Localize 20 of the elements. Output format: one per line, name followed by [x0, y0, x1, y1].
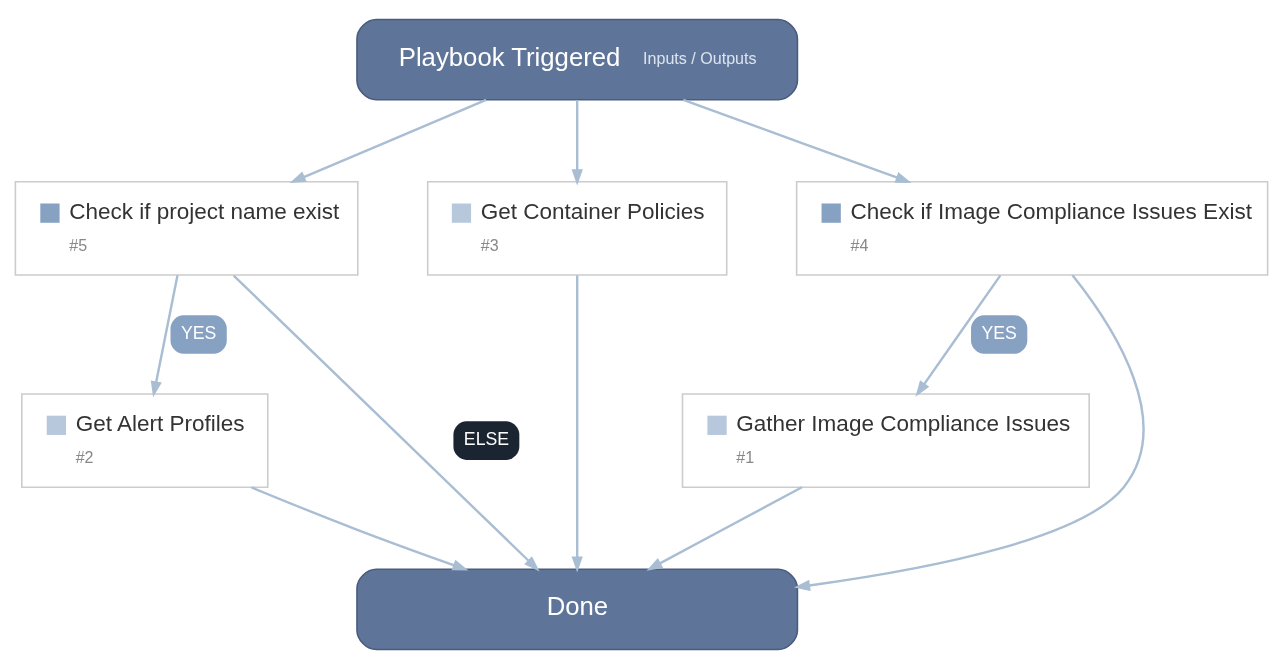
node-box: Get Alert Profiles #2: [21, 393, 269, 488]
arrow: [150, 275, 179, 398]
node-box: Check if project name exist #5: [14, 181, 359, 276]
arrow: [251, 486, 469, 571]
arrow: [682, 98, 912, 183]
arrow: [646, 486, 803, 571]
arrow: [289, 98, 487, 184]
arrow: [571, 100, 583, 186]
arrow: [915, 274, 1002, 397]
node-box: Get Container Policies #3: [426, 181, 728, 276]
edge-label: ELSE: [463, 429, 510, 450]
node-box: Gather Image Compliance Issues #1: [681, 393, 1090, 488]
arrow: [571, 275, 583, 573]
node-box: Done: [356, 568, 799, 651]
node-box: Playbook Triggered Inputs / Outputs: [356, 18, 799, 101]
edge-label: YES: [981, 323, 1017, 343]
arrow: [794, 274, 1145, 592]
node-box: Check if Image Compliance Issues Exist #4: [795, 181, 1269, 276]
edge-label: YES: [180, 323, 217, 343]
arrow: [232, 274, 540, 572]
